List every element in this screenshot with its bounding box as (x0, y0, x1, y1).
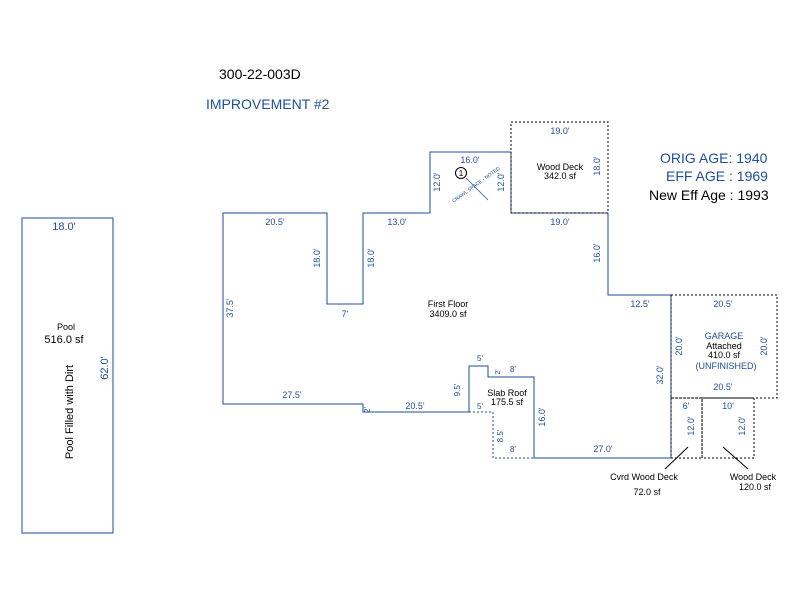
dim-left: 37.5' (225, 298, 235, 318)
garage-status: (UNFINISHED) (696, 361, 757, 371)
orig-age: ORIG AGE: 1940 (660, 150, 768, 166)
new-eff-age: New Eff Age : 1993 (649, 187, 769, 203)
garage-top: 20.5' (713, 299, 733, 309)
dim-notch-bottom: 7' (342, 309, 349, 319)
slab-roof-dashed-outline (469, 411, 534, 459)
garage-right: 20.0' (759, 336, 769, 356)
wood-deck-bottom-height: 12.0' (737, 416, 747, 436)
slab-dim-right: 16.0' (537, 407, 547, 427)
first-floor-label: First Floor (428, 299, 469, 309)
wood-deck-bottom-width: 10' (722, 401, 734, 411)
wood-deck-top-height: 18.0' (592, 156, 602, 176)
garage-label: GARAGE (705, 331, 744, 341)
garage-left: 20.0' (674, 336, 684, 356)
dim-bottom-left: 27.5' (282, 390, 302, 400)
dim-entry-left: 12.0' (432, 172, 442, 192)
dim-right-lower: 32.0' (655, 365, 665, 385)
dim-entry-top: 16.0' (460, 155, 480, 165)
pool-label: Pool (57, 322, 75, 332)
wood-deck-bottom-outline (701, 397, 755, 459)
slab-dim-bottom: 8' (510, 445, 516, 454)
dim-deck-bottom: 19.0' (550, 217, 570, 227)
wood-deck-bottom-leader (722, 446, 749, 470)
cvrd-deck-label: Cvrd Wood Deck (610, 472, 678, 482)
cvrd-deck-leader (664, 446, 689, 470)
wood-deck-bottom-area: 120.0 sf (739, 482, 772, 492)
pool-note: Pool Filled with Dirt (64, 365, 76, 459)
garage-area: 410.0 sf (708, 350, 741, 360)
first-floor-area: 3409.0 sf (429, 309, 467, 319)
dim-right-upper: 16.0' (592, 243, 602, 263)
dim-top-left: 20.5' (265, 217, 285, 227)
slab-dim-small: 2' (495, 369, 502, 374)
dim-top-mid: 13.0' (387, 217, 407, 227)
wood-deck-top-width: 19.0' (550, 126, 570, 136)
cvrd-deck-area: 72.0 sf (633, 487, 661, 497)
cvrd-deck-width: 6' (683, 401, 690, 411)
wood-deck-top-outline (510, 121, 609, 214)
pool-outline (21, 217, 114, 534)
garage-bottom: 20.5' (713, 382, 733, 392)
improvement-title: IMPROVEMENT #2 (206, 96, 330, 112)
garage-type: Attached (706, 341, 742, 351)
slab-dim-top: 5' (477, 354, 483, 363)
pool-length: 62.0' (99, 356, 111, 380)
dim-bottom-mid: 20.5' (405, 401, 425, 411)
pool-area: 516.0 sf (44, 334, 84, 346)
eff-age: EFF AGE : 1969 (666, 168, 768, 184)
pool-width: 18.0' (52, 221, 76, 233)
slab-roof-label: Slab Roof (487, 388, 527, 398)
dim-notch-left: 18.0' (312, 248, 322, 268)
wood-deck-bottom-label: Wood Deck (730, 472, 777, 482)
parcel-id: 300-22-003D (219, 66, 301, 82)
cvrd-deck-height: 12.0' (686, 416, 696, 436)
dim-bottom-right: 27.0' (593, 444, 613, 454)
wood-deck-top-area: 342.0 sf (544, 171, 577, 181)
slab-dim-right-top: 8' (510, 365, 516, 374)
dim-entry-right: 12.0' (496, 172, 506, 192)
dim-right-step: 12.5' (630, 299, 650, 309)
dim-notch-right: 18.0' (366, 248, 376, 268)
slab-roof-area: 175.5 sf (491, 397, 524, 407)
slab-dim-left-upper: 9.5' (453, 383, 462, 396)
wood-deck-top-label: Wood Deck (537, 162, 584, 172)
crawl-space-number: 1 (459, 169, 464, 178)
slab-dim-inner: 5' (477, 402, 483, 411)
crawl-space-marker (455, 167, 467, 179)
slab-dim-left-lower: 8.5' (496, 429, 505, 442)
dim-step: 2' (363, 407, 372, 413)
crawl-space-leader (465, 177, 489, 201)
